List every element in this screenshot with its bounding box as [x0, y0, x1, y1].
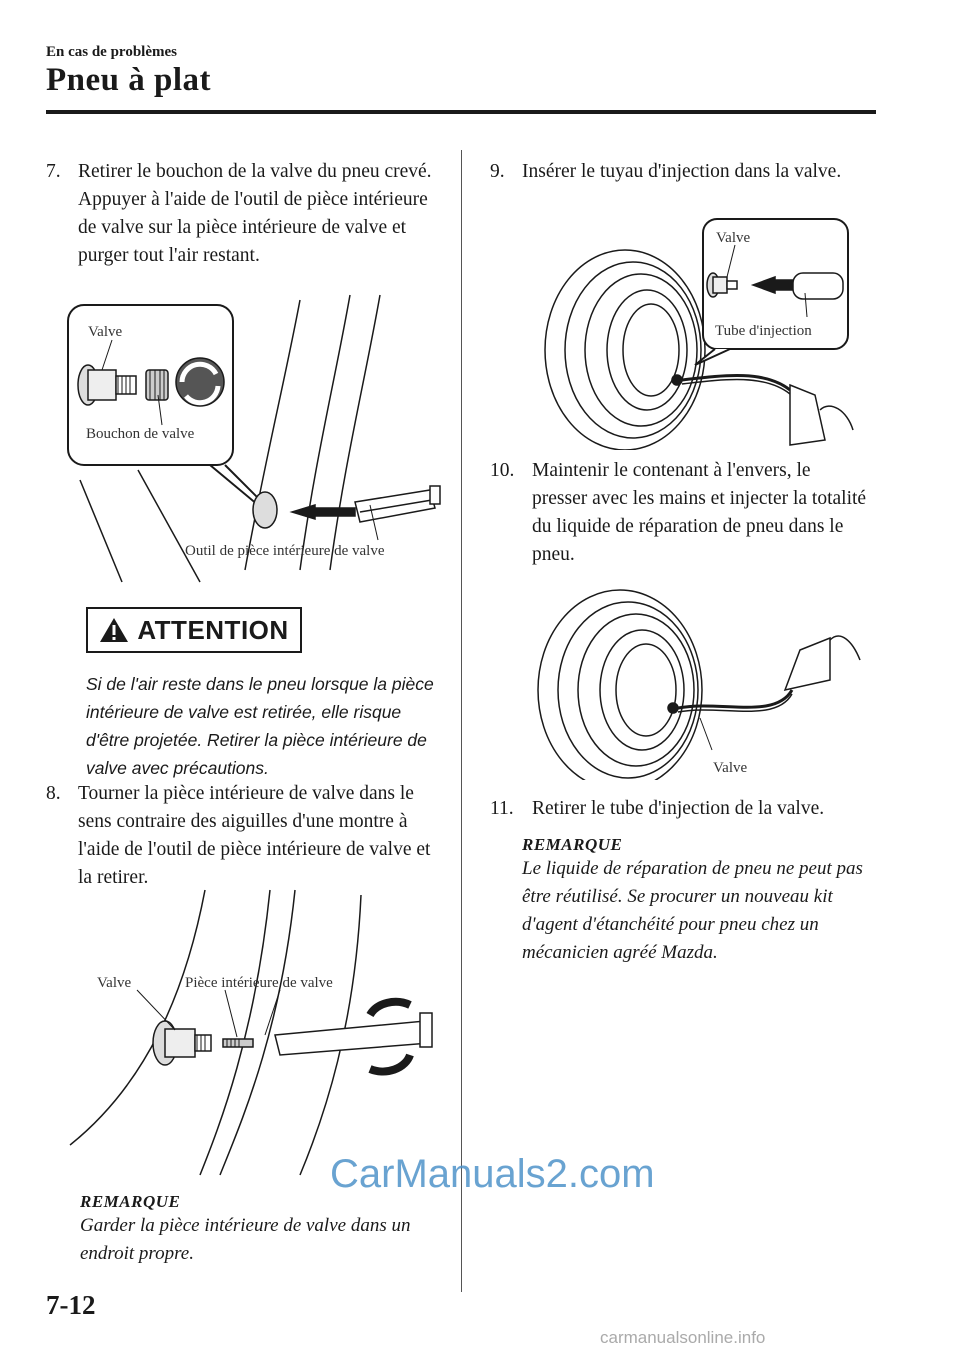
figure-insert-tube: Valve Tube d'injection: [544, 218, 854, 450]
step-7: 7. Retirer le bouchon de la valve du pne…: [46, 158, 446, 270]
page-number: 7-12: [46, 1290, 96, 1320]
note-text: Garder la pièce intérieure de valve dans…: [80, 1215, 411, 1264]
column-divider: [461, 150, 462, 1292]
step-number: 9.: [490, 161, 505, 182]
step-number: 11.: [490, 798, 514, 819]
step-text: Tourner la pièce intérieure de valve dan…: [78, 783, 431, 888]
footer-watermark: carmanualsonline.info: [600, 1328, 766, 1347]
step-9: 9. Insérer le tuyau d'injection dans la …: [490, 158, 870, 186]
section-tag: En cas de problèmes: [46, 44, 177, 60]
attention-text: Si de l'air reste dans le pneu lorsque l…: [86, 674, 434, 778]
figure-valve-cap-removal: Valve Bouchon de valve Outil de pièce in…: [67, 294, 441, 583]
fig1-valve-label: Valve: [88, 324, 122, 340]
step-text: Insérer le tuyau d'injection dans la val…: [522, 161, 842, 182]
step-10: 10. Maintenir le contenant à l'envers, l…: [490, 457, 870, 569]
note-left: REMARQUE Garder la pièce intérieure de v…: [80, 1192, 440, 1268]
header-rule: [46, 110, 876, 114]
attention-label: ATTENTION: [137, 614, 289, 645]
note-heading: REMARQUE: [80, 1192, 181, 1211]
note-heading: REMARQUE: [522, 835, 623, 854]
fig2-core-label: Pièce intérieure de valve: [185, 975, 333, 991]
attention-banner: ATTENTION: [86, 607, 302, 653]
warning-triangle-icon: [100, 618, 129, 642]
step-8: 8. Tourner la pièce intérieure de valve …: [46, 780, 446, 892]
step-text: Retirer le tube d'injection de la valve.: [532, 798, 825, 819]
fig3-tube-label: Tube d'injection: [715, 323, 812, 339]
watermark-carmanuals2: CarManuals2.com: [330, 1152, 655, 1196]
note-text: Le liquide de réparation de pneu ne peut…: [522, 858, 863, 963]
fig2-valve-label: Valve: [97, 975, 131, 991]
fig3-valve-label: Valve: [716, 230, 750, 246]
step-text: Maintenir le contenant à l'envers, le pr…: [532, 460, 867, 565]
step-number: 7.: [46, 161, 61, 182]
figure-inject-fluid: Valve: [537, 589, 861, 780]
page-title: Pneu à plat: [46, 62, 212, 98]
step-11: 11. Retirer le tube d'injection de la va…: [490, 795, 870, 823]
step-number: 10.: [490, 460, 515, 481]
figure-valve-core-removal: Valve Pièce intérieure de valve: [69, 889, 433, 1176]
fig1-cap-label: Bouchon de valve: [86, 426, 195, 442]
step-number: 8.: [46, 783, 61, 804]
note-right: REMARQUE Le liquide de réparation de pne…: [522, 835, 882, 967]
fig4-valve-label: Valve: [713, 760, 747, 776]
fig1-tool-label: Outil de pièce intérieure de valve: [185, 543, 385, 559]
step-text: Retirer le bouchon de la valve du pneu c…: [78, 161, 432, 266]
